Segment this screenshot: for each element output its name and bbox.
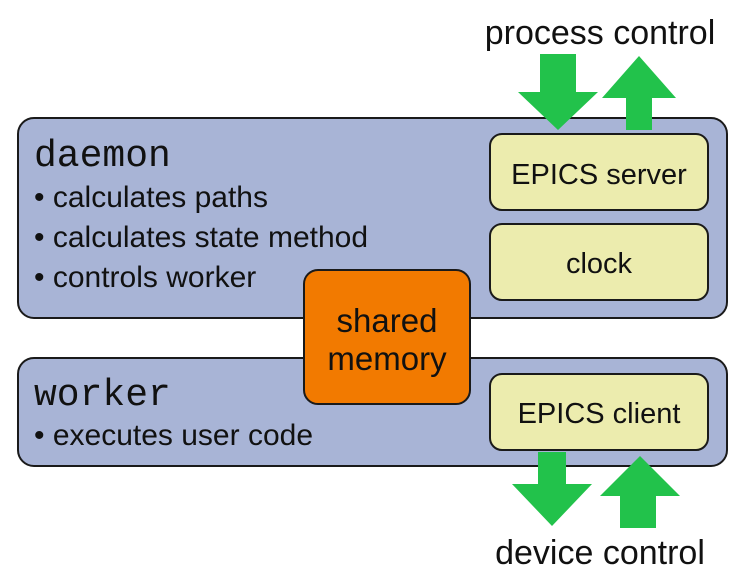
clock-box xyxy=(489,223,709,301)
device-control-up-arrow xyxy=(600,456,680,528)
shared-memory-line-2: memory xyxy=(327,340,447,377)
shared-memory-box xyxy=(303,269,471,405)
device-control-down-arrow xyxy=(512,452,592,526)
daemon-bullet-3: • controls worker xyxy=(34,261,256,294)
daemon-bullet-1: • calculates paths xyxy=(34,181,268,214)
process-control-label: process control xyxy=(485,14,716,52)
epics-server-label: EPICS server xyxy=(511,159,687,191)
device-control-label: device control xyxy=(495,534,705,572)
process-control-down-arrow xyxy=(518,54,598,130)
worker-bullet-1: • executes user code xyxy=(34,419,313,452)
daemon-bullet-2: • calculates state method xyxy=(34,221,368,254)
daemon-title: daemon xyxy=(34,135,171,178)
clock-label: clock xyxy=(566,248,633,280)
epics-client-label: EPICS client xyxy=(518,398,681,430)
shared-memory-line-1: shared xyxy=(337,302,438,339)
worker-title: worker xyxy=(34,374,171,417)
epics-client-box xyxy=(489,373,709,451)
epics-server-box xyxy=(489,133,709,211)
process-control-up-arrow xyxy=(602,56,676,130)
